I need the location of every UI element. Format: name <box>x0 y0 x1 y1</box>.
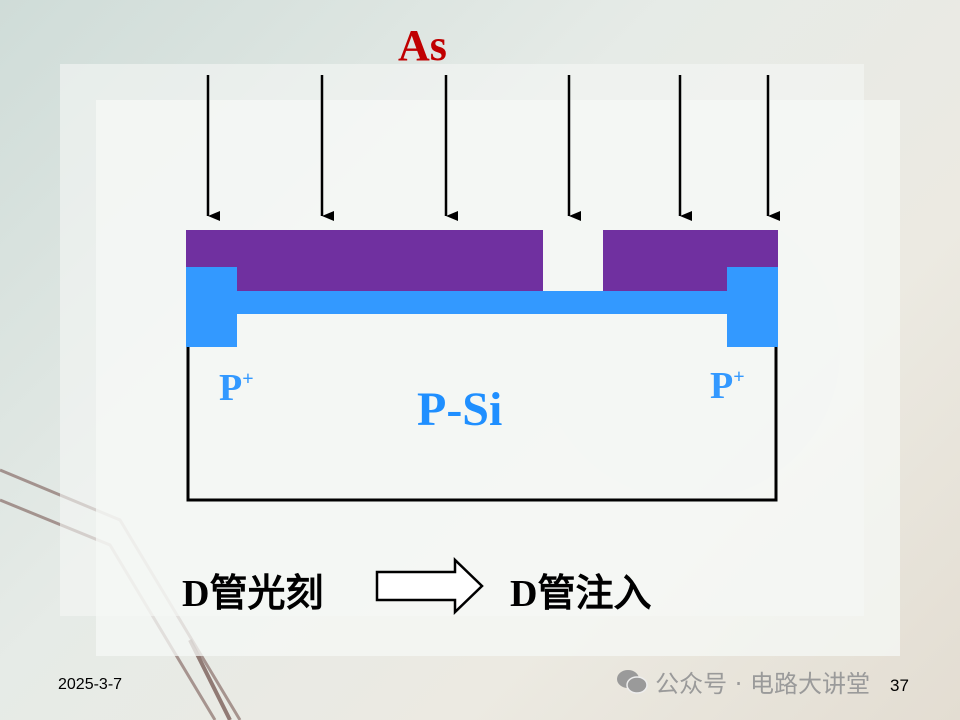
substrate-label: P-Si <box>417 383 503 436</box>
watermark-text: 公众号 · 电路大讲堂 <box>655 670 870 698</box>
p-plus-label-left: P+ <box>219 367 254 409</box>
step-from-label: D管光刻 <box>182 573 324 615</box>
implant-arrows <box>206 75 780 221</box>
watermark: 公众号 · 电路大讲堂 <box>615 664 870 699</box>
oxide-layer <box>237 291 727 314</box>
photoresist-mask-left <box>186 230 543 292</box>
page-number: 37 <box>890 676 909 695</box>
p-plus-label-right: P+ <box>710 365 745 407</box>
p-plus-region-left <box>186 267 237 347</box>
substrate-outline <box>186 347 778 502</box>
p-plus-region-right <box>727 267 778 347</box>
wechat-icon <box>617 669 648 694</box>
slide-date: 2025-3-7 <box>58 676 123 693</box>
ion-species-label: As <box>398 21 447 70</box>
step-to-label: D管注入 <box>510 573 652 615</box>
background-panel-inner <box>96 100 900 656</box>
